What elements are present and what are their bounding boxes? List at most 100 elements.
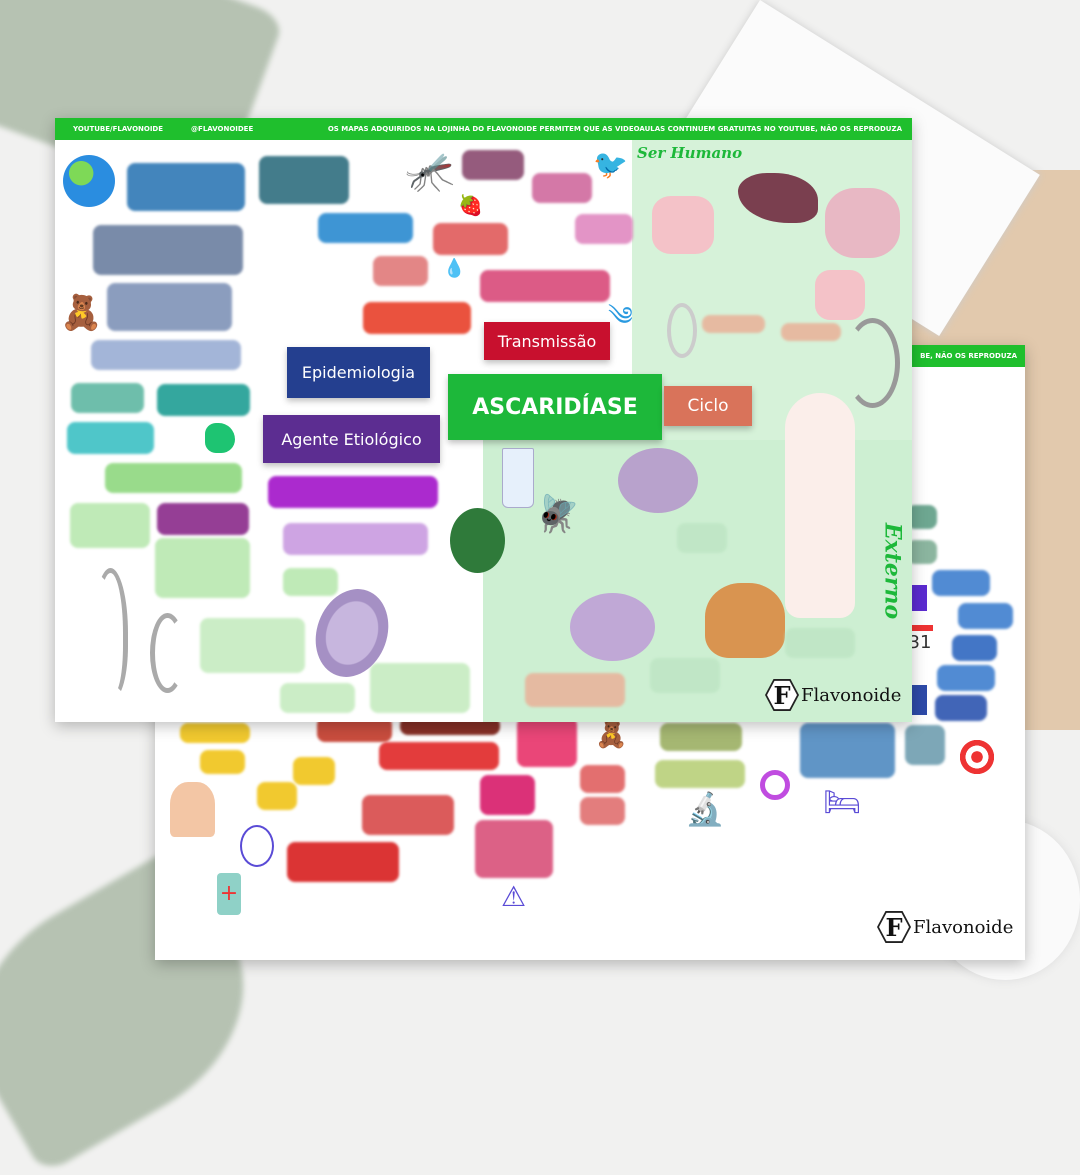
intestine-icon (815, 270, 865, 320)
blurred-node (433, 223, 508, 255)
fly-icon: 🪰 (535, 494, 580, 535)
male-worm-icon (150, 613, 185, 693)
blurred-label (280, 683, 355, 713)
blurred-node (655, 760, 745, 788)
embryonated-egg-icon (570, 593, 655, 661)
blurred-node (127, 163, 245, 211)
medicine-bottle-icon: + (217, 873, 241, 915)
blurred-node (107, 283, 232, 331)
larvated-egg-icon (618, 448, 698, 513)
flavonoide-logo: F Flavonoide (765, 678, 901, 712)
intestine-icon (652, 196, 714, 254)
blurred-node (363, 302, 471, 334)
blurred-node (660, 723, 742, 751)
feces-with-eggs-icon (705, 583, 785, 658)
blurred-node (475, 820, 553, 878)
blurred-node (293, 757, 335, 785)
front-sheet-header: YOUTUBE/FLAVONOIDE @FLAVONOIDEE OS MAPAS… (55, 118, 912, 140)
blurred-node (287, 842, 399, 882)
teddy-bear-icon: 🧸 (60, 293, 103, 333)
ser-humano-label: Ser Humano (637, 144, 743, 162)
blurred-label (155, 538, 250, 598)
blurred-label (70, 503, 150, 548)
blurred-node (379, 742, 499, 770)
central-node-ascaridiase[interactable]: ASCARIDÍASE (448, 374, 662, 440)
blurred-node (283, 523, 428, 555)
blurred-node (67, 422, 154, 454)
magnifier-icon (760, 770, 790, 800)
branch-ciclo[interactable]: Ciclo (664, 386, 752, 426)
blurred-node (93, 225, 243, 275)
blurred-node (905, 725, 945, 765)
branch-epidemiologia[interactable]: Epidemiologia (287, 347, 430, 398)
globe-icon (63, 155, 115, 207)
blurred-label (677, 523, 727, 553)
blurred-label (650, 658, 720, 693)
mouth-icon (240, 825, 274, 867)
blurred-node (952, 635, 997, 661)
blurred-node (575, 214, 633, 244)
blurred-node (268, 476, 438, 508)
blurred-node (800, 723, 895, 778)
lettuce-icon (450, 508, 505, 573)
blurred-node (200, 750, 245, 774)
blurred-node (935, 695, 987, 721)
blurred-node (157, 503, 249, 535)
teddy-bear-icon: 🧸 (595, 720, 628, 750)
warning-icon: ⚠ (501, 880, 527, 913)
blurred-label (283, 568, 338, 596)
blurred-label (785, 628, 855, 658)
human-body-icon (785, 393, 855, 618)
blurred-node (462, 150, 524, 180)
water-drops-icon: 💧 (443, 258, 466, 279)
blurred-node (480, 270, 610, 302)
blurred-label (370, 663, 470, 713)
brazil-map-icon (205, 423, 235, 453)
blurred-node (907, 505, 937, 529)
wind-icon: ༄ (608, 302, 633, 332)
female-worm-icon (93, 568, 128, 698)
blurred-node (480, 775, 535, 815)
blurred-node (257, 782, 297, 810)
hospital-bed-icon: 🛏 (823, 785, 862, 820)
blurred-label (781, 323, 841, 341)
blurred-node (517, 717, 577, 767)
header-notice-fragment: BE, NÃO OS REPRODUZA (920, 352, 1017, 360)
microscope-icon: 🔬 (685, 790, 725, 828)
blurred-node (91, 340, 241, 370)
blurred-label (702, 315, 765, 333)
youtube-handle[interactable]: YOUTUBE/FLAVONOIDE (73, 125, 164, 133)
blurred-node (580, 797, 625, 825)
blurred-node (362, 795, 454, 835)
purple-node-edge (907, 585, 927, 611)
blurred-node (180, 723, 250, 743)
blurred-node (259, 156, 349, 204)
blue-node-edge (907, 685, 927, 715)
externo-label: Externo (879, 522, 906, 620)
lungs-icon (825, 188, 900, 258)
blurred-node (105, 463, 242, 493)
blurred-node (373, 256, 428, 286)
blurred-label (200, 618, 305, 673)
blurred-node (71, 383, 144, 413)
branch-agente-etiologico[interactable]: Agente Etiológico (263, 415, 440, 463)
water-glass-icon (502, 448, 534, 508)
blurred-node (318, 213, 413, 243)
front-mindmap-sheet: YOUTUBE/FLAVONOIDE @FLAVONOIDEE OS MAPAS… (55, 118, 912, 722)
header-notice: OS MAPAS ADQUIRIDOS NA LOJINHA DO FLAVON… (327, 125, 902, 133)
strawberry-icon: 🍓 (458, 193, 483, 217)
larva-icon (667, 303, 697, 358)
blurred-node (958, 603, 1013, 629)
blurred-node (937, 665, 995, 691)
blurred-node (580, 765, 625, 793)
adult-worms-icon (845, 318, 900, 408)
blurred-node (157, 384, 250, 416)
mosquito-icon: 🦟 (405, 149, 455, 195)
flavonoide-logo: F Flavonoide (877, 910, 1013, 944)
blurred-node (907, 540, 937, 564)
bird-icon: 🐦 (593, 148, 628, 181)
branch-transmissao[interactable]: Transmissão (484, 322, 610, 360)
instagram-handle[interactable]: @FLAVONOIDEE (191, 125, 254, 133)
blurred-node (525, 673, 625, 707)
blurred-node (532, 173, 592, 203)
